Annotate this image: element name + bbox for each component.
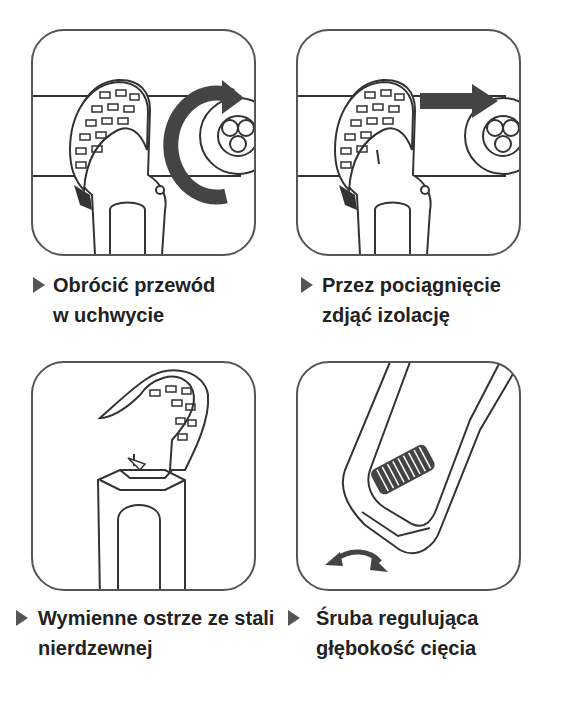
caption-label: Przez pociągnięcie zdjąć izolację <box>322 270 550 330</box>
bullet-triangle <box>288 610 300 626</box>
caption-label: Śruba regulująca głębokość cięcia <box>316 603 531 663</box>
caption-label: Wymienne ostrze ze stali nierdzewnej <box>38 603 280 663</box>
bullet-triangle <box>33 277 45 293</box>
caption-label: Obrócić przewód w uchwycie <box>53 270 231 330</box>
bullet-triangle <box>301 277 313 293</box>
bullet-triangle <box>16 610 28 626</box>
